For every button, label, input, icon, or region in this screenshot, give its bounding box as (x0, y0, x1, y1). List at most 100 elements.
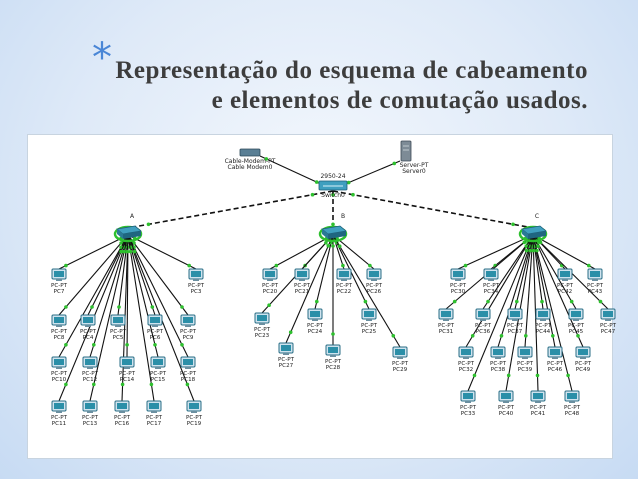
link-status-dot (185, 382, 190, 387)
link-hub-pc (126, 234, 129, 358)
link-status-dot (351, 192, 355, 197)
link-core-hub-A (127, 190, 334, 229)
hub-switch-b[interactable] (318, 225, 348, 243)
pc-type-label: PC-PT (180, 371, 197, 377)
link-hub-pc (532, 234, 596, 270)
modem-icon (239, 148, 261, 157)
pc-type-label: PC-PT (517, 361, 534, 367)
link-status-dot (315, 299, 319, 304)
pc-stand-icon (580, 357, 586, 359)
link-status-dot (535, 248, 539, 253)
core-switch-model: 2950-24 (320, 173, 345, 180)
switch-side-icon (322, 229, 328, 239)
pc-screen-icon (191, 271, 201, 277)
link-status-dot (452, 299, 457, 304)
link-status-dot (536, 244, 540, 248)
pc-name-label: PC47 (601, 329, 616, 335)
pc-screen-icon (265, 271, 275, 277)
cable-modem[interactable] (239, 148, 261, 157)
link-status-dot (187, 263, 191, 268)
hub-switch-c[interactable] (518, 225, 548, 243)
pc-screen-icon (560, 271, 570, 277)
link-hub-pc (482, 234, 534, 310)
pc-type-label: PC-PT (575, 361, 592, 367)
pc-stand-icon (535, 401, 541, 403)
pc-screen-icon (395, 349, 405, 355)
pc-name-label: PC9 (183, 335, 194, 341)
link-hub-pc (497, 234, 534, 348)
pc-name-label: PC3 (191, 289, 202, 295)
link-status-dot (288, 330, 293, 334)
pc-screen-icon (533, 393, 543, 399)
pc-type-label: PC-PT (336, 283, 353, 289)
hub-letter-label: C (535, 213, 539, 220)
pc-stand-icon (312, 319, 318, 321)
link-status-dot (132, 241, 136, 245)
link-status-dot (524, 334, 528, 338)
pc-name-label: PC41 (531, 411, 546, 417)
pc-type-label: PC-PT (557, 283, 574, 289)
pc-name-label: PC34 (484, 289, 499, 295)
core-switch[interactable] (318, 180, 348, 191)
pc-type-label: PC-PT (186, 415, 203, 421)
pc-name-label: PC28 (326, 365, 341, 371)
hub-switch-a[interactable] (113, 225, 143, 243)
link-status-dot (522, 240, 527, 245)
server[interactable] (400, 140, 412, 162)
link-status-dot (551, 334, 555, 338)
link-status-dot (132, 249, 137, 254)
link-hub-pc (127, 234, 159, 358)
pc-name-label: PC5 (113, 335, 124, 341)
pc-screen-icon (150, 317, 160, 323)
pc-type-label: PC-PT (51, 415, 68, 421)
pc-stand-icon (56, 367, 62, 369)
